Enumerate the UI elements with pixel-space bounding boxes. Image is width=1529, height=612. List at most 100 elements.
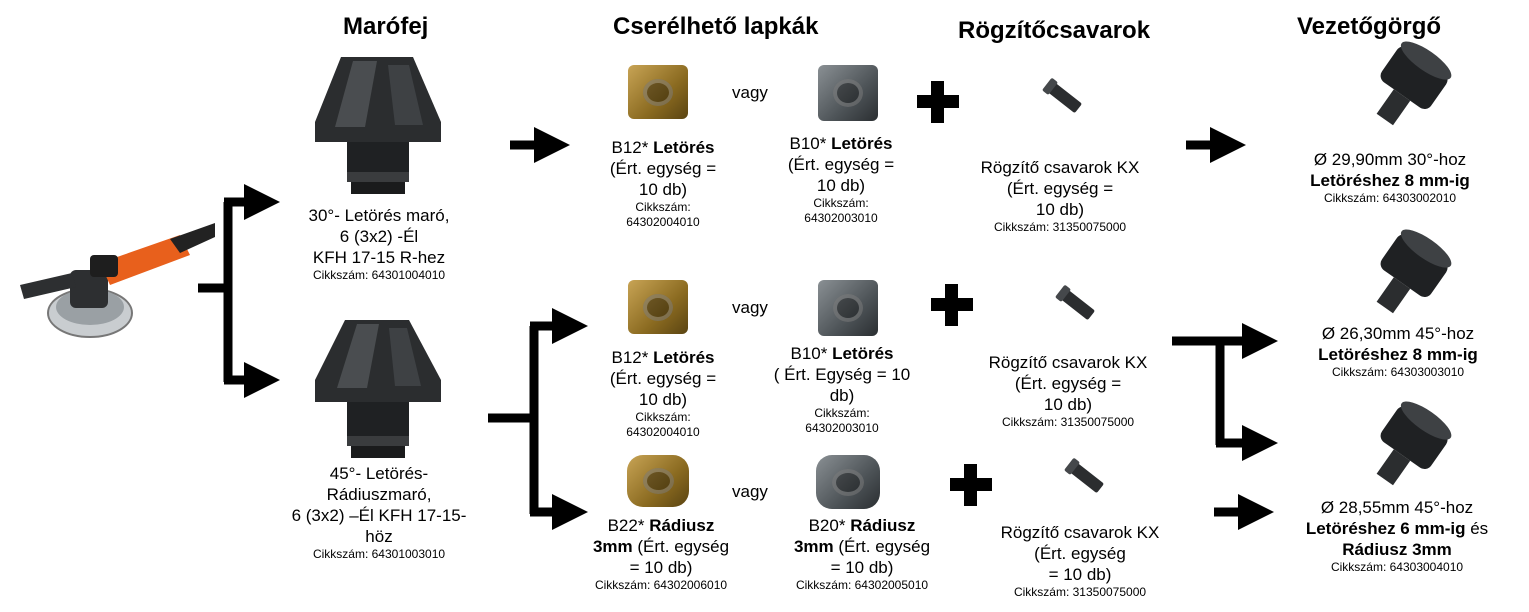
insert-qty: = 10 db) bbox=[629, 558, 693, 577]
roller-radius: Rádiusz 3mm bbox=[1342, 540, 1452, 559]
insert-radius: 3mm bbox=[592, 537, 633, 556]
insert-r2b-text: B10* Letörés ( Ért. Egység = 10 db) Cikk… bbox=[762, 343, 922, 436]
insert-type: Rádiusz bbox=[850, 516, 916, 535]
insert-qty: db) bbox=[829, 386, 855, 405]
insert-b10-image bbox=[818, 280, 878, 336]
roller-g2-text: Ø 26,30mm 45°-hoz Letöréshez 8 mm-ig Cik… bbox=[1293, 323, 1503, 380]
grinder-tool-image bbox=[20, 223, 215, 338]
head-30-text: 30°- Letörés maró, 6 (3x2) -Él KFH 17-15… bbox=[284, 205, 474, 283]
guide-roller-image bbox=[1376, 401, 1452, 486]
insert-qty: 10 db) bbox=[638, 180, 688, 199]
screw-qty: 10 db) bbox=[1035, 200, 1085, 219]
screw-sku: Cikkszám: 31350075000 bbox=[1013, 585, 1147, 599]
milling-head-45-image bbox=[315, 320, 441, 458]
insert-qty: 10 db) bbox=[638, 390, 688, 409]
insert-r1b-text: B10* Letörés (Ért. egység = 10 db) Cikks… bbox=[766, 133, 916, 226]
roller-spec: Letöréshez 6 mm-ig bbox=[1305, 519, 1466, 538]
insert-r3b-text: B20* Rádiusz 3mm (Ért. egység = 10 db) C… bbox=[772, 515, 952, 593]
roller-diameter: Ø 29,90mm 30°-hoz bbox=[1313, 150, 1467, 169]
insert-type: Rádiusz bbox=[649, 516, 715, 535]
head-45-text: 45°- Letörés- Rádiuszmaró, 6 (3x2) –Él K… bbox=[284, 463, 474, 562]
vagy-label: vagy bbox=[732, 83, 768, 102]
head-30-line1: 30°- Letörés maró, bbox=[308, 206, 450, 225]
screw-s2-text: Rögzítő csavarok KX (Ért. egység = 10 db… bbox=[963, 352, 1173, 430]
header-csavarok: Rögzítőcsavarok bbox=[958, 17, 1151, 44]
screw-image bbox=[1064, 458, 1104, 493]
screw-qty: 10 db) bbox=[1043, 395, 1093, 414]
insert-qty: 10 db) bbox=[816, 176, 866, 195]
head-30-sku: Cikkszám: 64301004010 bbox=[312, 268, 446, 282]
insert-b10-image bbox=[818, 65, 878, 121]
screw-unit: (Ért. egység = bbox=[1014, 374, 1122, 393]
screw-unit: (Ért. egység bbox=[1034, 544, 1126, 563]
insert-sku-label: Cikkszám: bbox=[635, 410, 691, 424]
insert-type: Letörés bbox=[653, 138, 715, 157]
insert-name: B12* bbox=[611, 138, 649, 157]
screw-s3-text: Rögzítő csavarok KX (Ért. egység = 10 db… bbox=[975, 522, 1185, 600]
insert-type: Letörés bbox=[653, 348, 715, 367]
insert-qty: = 10 db) bbox=[830, 558, 894, 577]
insert-unit: (Ért. egység bbox=[632, 537, 730, 556]
roller-diameter: Ø 26,30mm 45°-hoz bbox=[1321, 324, 1475, 343]
head-45-line4: höz bbox=[365, 527, 393, 546]
header-lapkak: Cserélhető lapkák bbox=[613, 13, 819, 40]
insert-sku: Cikkszám: 64302006010 bbox=[594, 578, 728, 592]
vagy-label: vagy bbox=[732, 482, 768, 501]
screw-qty: = 10 db) bbox=[1048, 565, 1112, 584]
screw-image bbox=[1055, 285, 1095, 320]
header-gorgo: Vezetőgörgő bbox=[1297, 13, 1442, 40]
roller-spec: Letöréshez 8 mm-ig bbox=[1318, 345, 1478, 364]
header-marofej: Marófej bbox=[343, 13, 429, 40]
screw-name: Rögzítő csavarok KX bbox=[1000, 523, 1160, 542]
insert-r3a-text: B22* Rádiusz 3mm (Ért. egység = 10 db) C… bbox=[576, 515, 746, 593]
insert-name: B22* bbox=[607, 516, 645, 535]
head-30-line3: KFH 17-15 R-hez bbox=[312, 248, 446, 267]
insert-name: B10* bbox=[790, 344, 828, 363]
screw-image bbox=[1042, 78, 1082, 113]
insert-b20-image bbox=[816, 455, 880, 509]
insert-sku-label: Cikkszám: bbox=[635, 200, 691, 214]
insert-type: Letörés bbox=[832, 344, 894, 363]
vagy-label: vagy bbox=[732, 298, 768, 317]
guide-roller-image bbox=[1376, 229, 1452, 314]
insert-b22-image bbox=[627, 455, 689, 507]
guide-roller-image bbox=[1376, 41, 1452, 126]
roller-spec: Letöréshez 8 mm-ig bbox=[1310, 171, 1470, 190]
roller-sku: Cikkszám: 64303002010 bbox=[1323, 191, 1457, 205]
insert-unit: (Ért. egység = bbox=[787, 155, 895, 174]
head-45-line1: 45°- Letörés- bbox=[329, 464, 429, 483]
head-45-line2: Rádiuszmaró, bbox=[326, 485, 432, 504]
insert-sku-label: Cikkszám: bbox=[814, 406, 870, 420]
roller-diameter: Ø 28,55mm 45°-hoz bbox=[1320, 498, 1474, 517]
screw-sku: Cikkszám: 31350075000 bbox=[1001, 415, 1135, 429]
insert-r1a-text: B12* Letörés (Ért. egység = 10 db) Cikks… bbox=[588, 137, 738, 230]
screw-sku: Cikkszám: 31350075000 bbox=[993, 220, 1127, 234]
head-30-line2: 6 (3x2) -Él bbox=[339, 227, 419, 246]
insert-type: Letörés bbox=[831, 134, 893, 153]
insert-sku: 64302004010 bbox=[626, 215, 700, 229]
screw-unit: (Ért. egység = bbox=[1006, 179, 1114, 198]
insert-unit: (Ért. egység bbox=[833, 537, 931, 556]
roller-spec-and: és bbox=[1465, 519, 1489, 538]
roller-sku: Cikkszám: 64303003010 bbox=[1331, 365, 1465, 379]
insert-sku: Cikkszám: 64302005010 bbox=[795, 578, 929, 592]
insert-name: B10* bbox=[789, 134, 827, 153]
insert-sku: 64302003010 bbox=[804, 211, 878, 225]
screw-name: Rögzítő csavarok KX bbox=[988, 353, 1148, 372]
insert-b12-image bbox=[628, 65, 688, 119]
head-45-sku: Cikkszám: 64301003010 bbox=[312, 547, 446, 561]
insert-b12-image bbox=[628, 280, 688, 334]
insert-name: B12* bbox=[611, 348, 649, 367]
screw-s1-text: Rögzítő csavarok KX (Ért. egység = 10 db… bbox=[955, 157, 1165, 235]
insert-r2a-text: B12* Letörés (Ért. egység = 10 db) Cikks… bbox=[588, 347, 738, 440]
insert-unit: ( Ért. Egység = 10 bbox=[773, 365, 911, 384]
roller-sku: Cikkszám: 64303004010 bbox=[1330, 560, 1464, 574]
insert-sku-label: Cikkszám: bbox=[813, 196, 869, 210]
insert-radius: 3mm bbox=[793, 537, 834, 556]
insert-unit: (Ért. egység = bbox=[609, 159, 717, 178]
head-45-line3: 6 (3x2) –Él KFH 17-15- bbox=[291, 506, 467, 525]
roller-g3-text: Ø 28,55mm 45°-hoz Letöréshez 6 mm-ig és … bbox=[1282, 497, 1512, 575]
milling-head-30-image bbox=[315, 57, 441, 194]
screw-name: Rögzítő csavarok KX bbox=[980, 158, 1140, 177]
